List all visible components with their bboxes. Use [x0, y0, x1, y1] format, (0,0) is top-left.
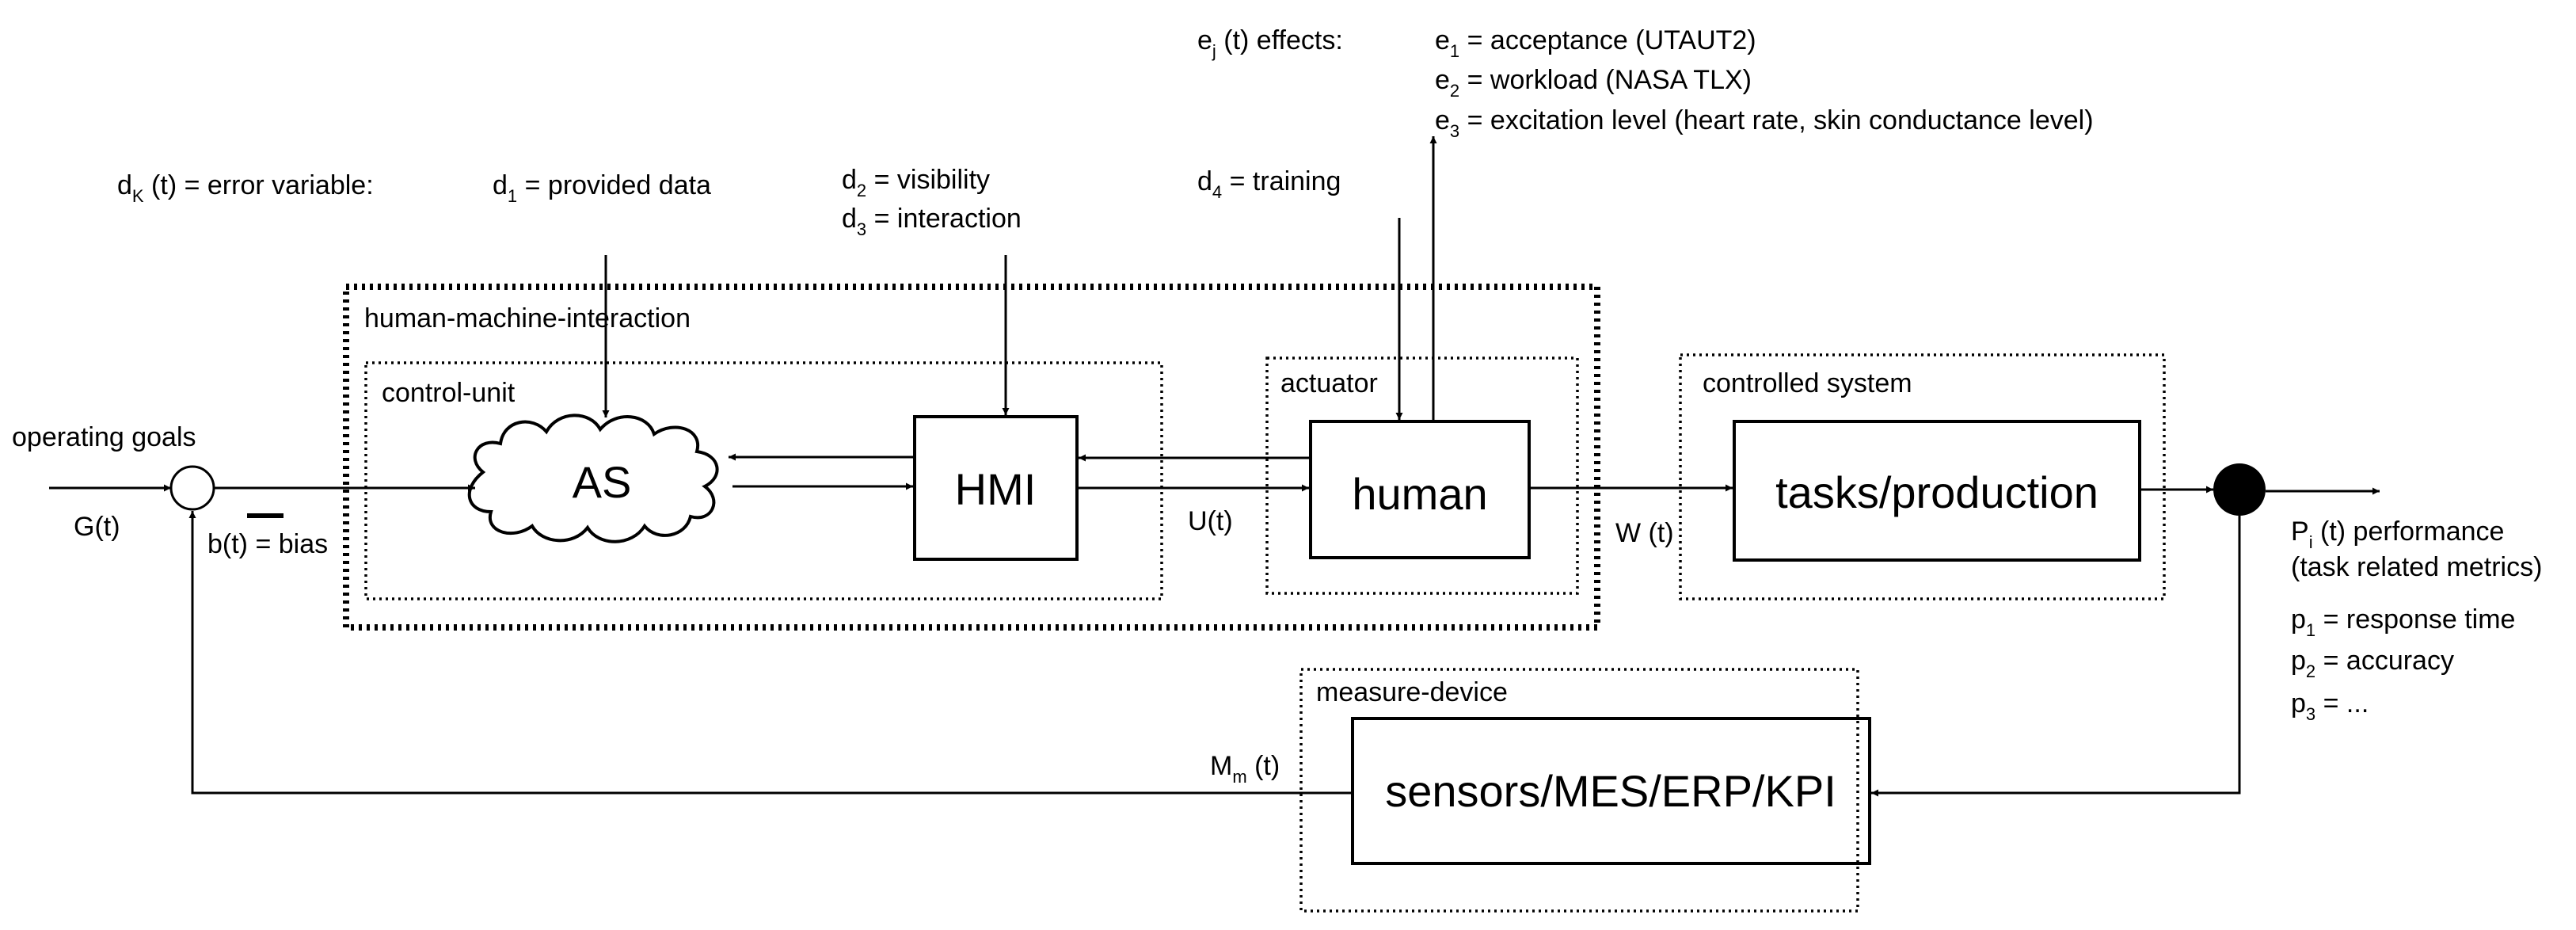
performance-subtitle: (task related metrics): [2291, 552, 2542, 582]
hmi-interaction-frame: [343, 284, 1600, 631]
effect-e2: e2 = workload (NASA TLX): [1435, 65, 1752, 101]
hmi-interaction-label: human-machine-interaction: [364, 303, 691, 334]
goal-signal-label: G(t): [74, 512, 120, 542]
sensors-block: [1351, 717, 1871, 865]
effect-e3: e3 = excitation level (heart rate, skin …: [1435, 105, 2094, 141]
error-d3: d3 = interaction: [842, 204, 1022, 239]
error-variable-heading: dK (t) = error variable:: [117, 170, 374, 206]
summing-junction: [169, 465, 215, 511]
control-unit-label: control-unit: [382, 378, 516, 408]
output-node: [2213, 463, 2266, 516]
as-cloud-block: [467, 414, 719, 543]
u-signal-label: U(t): [1188, 506, 1233, 536]
performance-p3: p3 = ...: [2291, 688, 2369, 724]
human-label: human: [1352, 469, 1487, 519]
human-block: [1309, 420, 1531, 559]
control-unit-frame: [364, 361, 1163, 600]
tasks-production-block: [1733, 420, 2141, 562]
as-label: AS: [573, 457, 632, 507]
w-signal-label: W (t): [1615, 518, 1674, 548]
controlled-system-label: controlled system: [1703, 368, 1912, 398]
performance-p1: p1 = response time: [2291, 604, 2515, 640]
error-d4: d4 = training: [1197, 166, 1341, 202]
hmi-label: HMI: [955, 464, 1037, 514]
operating-goals-label: operating goals: [12, 422, 196, 452]
performance-label: Pi (t) performance: [2291, 516, 2504, 552]
controlled-system-frame: [1679, 353, 2166, 600]
measure-device-label: measure-device: [1316, 677, 1508, 707]
m-signal-label: Mm (t): [1210, 751, 1280, 787]
error-d2: d2 = visibility: [842, 165, 990, 200]
feedback-to-junction-arrow: [188, 511, 1351, 795]
actuator-label: actuator: [1280, 368, 1378, 398]
tasks-production-label: tasks/production: [1775, 467, 2098, 517]
bias-label: b(t) = bias: [207, 529, 328, 559]
performance-p2: p2 = accuracy: [2291, 646, 2454, 681]
effects-heading: ej (t) effects:: [1197, 25, 1343, 61]
hmi-block: [913, 415, 1079, 561]
sensors-label: sensors/MES/ERP/KPI: [1385, 766, 1836, 816]
effect-e1: e1 = acceptance (UTAUT2): [1435, 25, 1756, 61]
error-d1: d1 = provided data: [493, 170, 711, 206]
output-to-sensors-arrow: [1871, 516, 2241, 797]
